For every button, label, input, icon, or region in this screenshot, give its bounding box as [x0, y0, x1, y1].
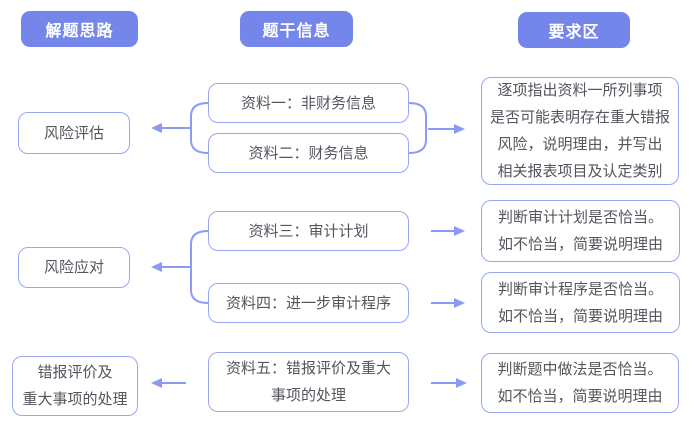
node-risk-response: 风险应对: [18, 247, 130, 288]
node-material-2-financial-info: 资料二：财务信息: [208, 133, 409, 173]
header-pill-question-stem: 题干信息: [240, 11, 353, 47]
node-requirement-4: 判断题中做法是否恰当。 如不恰当，简要说明理由: [481, 353, 679, 413]
node-misstatement-handling: 错报评价及 重大事项的处理: [12, 356, 138, 416]
bracket-left-row1: [190, 102, 209, 154]
node-material-1-nonfinancial-info: 资料一：非财务信息: [208, 83, 409, 123]
node-requirement-1: 逐项指出资料一所列事项 是否可能表明存在重大错报 风险，说明理由，并写出 相关报…: [481, 77, 679, 185]
header-pill-requirements: 要求区: [518, 12, 630, 48]
bracket-right-row1: [408, 102, 427, 154]
bracket-left-row2: [190, 230, 209, 304]
node-material-4-further-audit-procedures: 资料四：进一步审计程序: [208, 283, 409, 323]
node-material-5-misstatement-handling: 资料五：错报评价及重大 事项的处理: [208, 352, 409, 412]
node-requirement-3: 判断审计程序是否恰当。 如不恰当，简要说明理由: [481, 272, 680, 333]
node-material-3-audit-plan: 资料三：审计计划: [208, 211, 409, 251]
node-risk-assessment: 风险评估: [18, 112, 130, 154]
node-requirement-2: 判断审计计划是否恰当。 如不恰当，简要说明理由: [481, 200, 680, 262]
header-pill-solution-approach: 解题思路: [21, 11, 138, 47]
